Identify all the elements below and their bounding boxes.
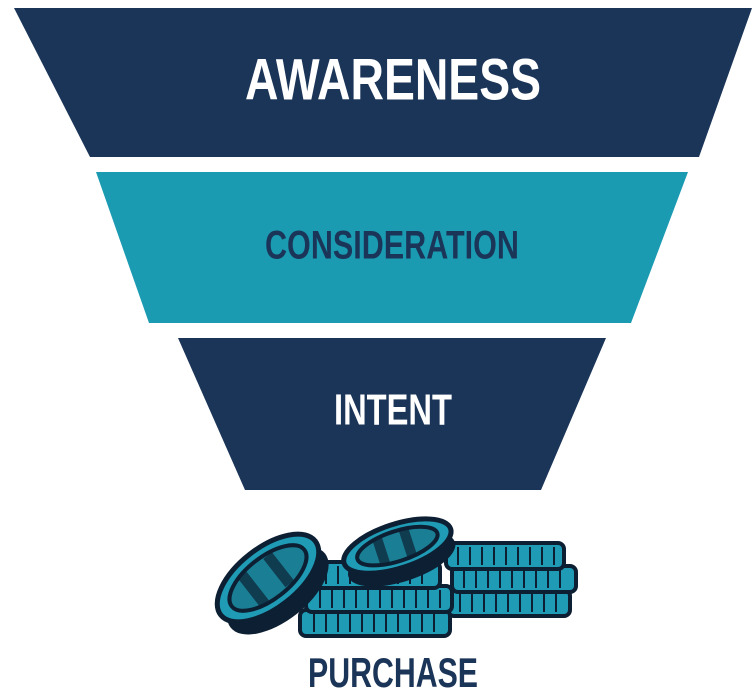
coin-stack-right [444, 541, 578, 618]
coin-tilted-left [214, 531, 329, 635]
funnel-stage-intent-label: INTENT [334, 386, 452, 435]
funnel-stage-consideration-shape [96, 172, 688, 323]
funnel-stage-consideration: CONSIDERATION [96, 172, 688, 323]
funnel-stage-awareness-label: AWARENESS [245, 47, 541, 112]
funnel-stage-intent-shape [178, 338, 606, 490]
funnel-stage-consideration-label: CONSIDERATION [265, 224, 519, 268]
funnel-stage-intent: INTENT [178, 338, 606, 490]
coin-tilted-center [341, 516, 456, 587]
purchase-label: PURCHASE [308, 649, 478, 696]
coin-stack-icon [214, 516, 578, 638]
funnel-stage-awareness: AWARENESS [14, 8, 752, 157]
funnel-stage-awareness-shape [14, 8, 752, 157]
